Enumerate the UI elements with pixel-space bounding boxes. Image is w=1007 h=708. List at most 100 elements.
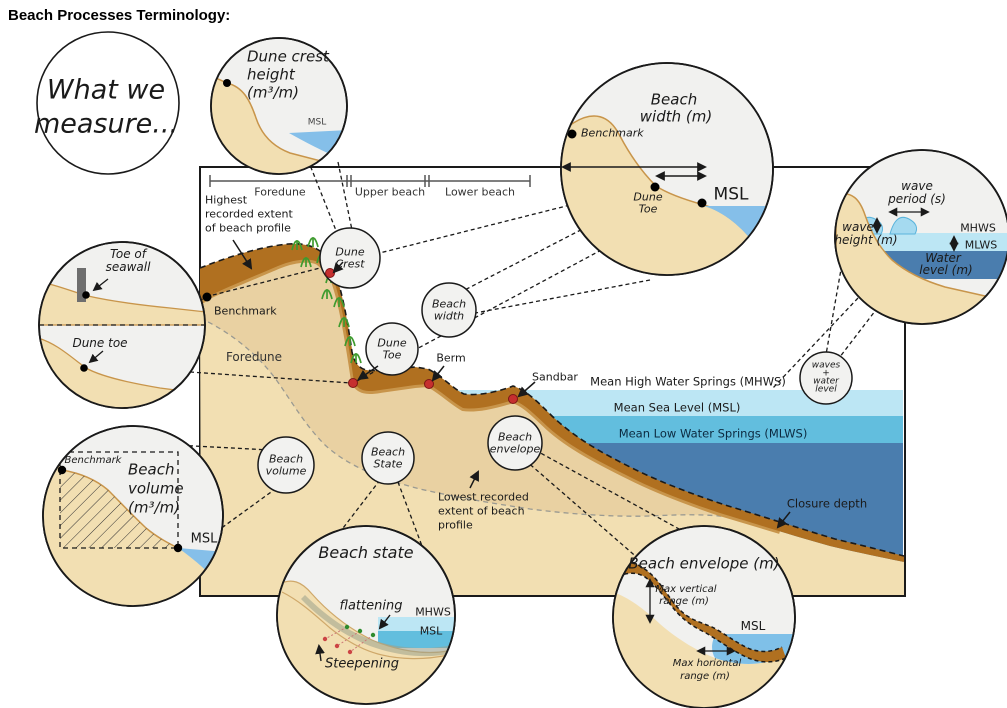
waves-water-level-1: Water xyxy=(925,251,961,265)
intro-line-1: What we xyxy=(46,74,166,106)
env-dash-top xyxy=(613,561,783,653)
callout-beach-state-2: State xyxy=(373,457,403,471)
highest-extent-2: recorded extent xyxy=(205,207,293,221)
berm-label: Berm xyxy=(436,351,466,365)
callout-waves-water-1: waves xyxy=(811,360,841,371)
sandbar-label: Sandbar xyxy=(532,370,578,384)
vegetation xyxy=(291,237,362,364)
sandbar-dot xyxy=(508,394,518,404)
state-steep-profile xyxy=(281,591,449,660)
state-title: Beach state xyxy=(318,543,414,562)
callout-waves-water xyxy=(799,351,853,405)
callout-dune-crest-1: Dune xyxy=(335,245,365,259)
waves-arrows xyxy=(872,207,959,252)
callout-dune-crest-2: Crest xyxy=(335,257,365,271)
waves-circle xyxy=(834,149,1007,325)
lowest-extent-3: profile xyxy=(438,518,473,532)
main-benchmark-dot xyxy=(202,292,212,302)
waves-mlws-label: MLWS xyxy=(964,238,998,252)
main-sand xyxy=(200,259,904,595)
volume-benchmark-dot xyxy=(57,465,67,475)
dune-crest-msl-label: MSL xyxy=(307,117,327,128)
intro-circle xyxy=(36,31,180,175)
dune-crest-benchmark-dot xyxy=(223,79,231,87)
waves-mhws-label: MHWS xyxy=(960,221,996,235)
volume-msl-dot xyxy=(173,543,183,553)
bw-dunetoe-dot xyxy=(650,182,660,192)
dune-crest-sand xyxy=(211,71,347,174)
volume-hatch xyxy=(60,452,178,548)
state-envelope-shade xyxy=(301,595,454,657)
state-markers xyxy=(322,624,376,655)
page-title: Beach Processes Terminology: xyxy=(8,7,231,24)
env-dash-bottom xyxy=(613,572,787,663)
highest-extent-1: Highest xyxy=(205,193,248,207)
callout-beach-envelope-2: envelope xyxy=(489,442,541,456)
beach-state-circle xyxy=(276,525,456,705)
callout-beach-width-1: Beach xyxy=(431,297,467,311)
dune-crest-circle xyxy=(210,37,348,175)
bw-msl-dot xyxy=(697,198,707,208)
dune-crest-title-3: (m³/m) xyxy=(247,83,299,102)
connector-lines xyxy=(174,159,883,561)
closure-depth-label: Closure depth xyxy=(786,496,868,511)
volume-dashed-rect xyxy=(59,451,179,549)
env-light-sand xyxy=(613,592,795,708)
callout-beach-envelope xyxy=(487,415,543,471)
lowest-extent-2: extent of beach xyxy=(438,504,525,518)
mhws-line-label: Mean High Water Springs (MHWS) xyxy=(590,374,786,389)
wave-period-1: wave xyxy=(901,179,933,193)
zone-upper-beach-label: Upper beach xyxy=(354,185,426,199)
callout-beach-width-2: width xyxy=(433,309,465,323)
wave-crest-2 xyxy=(889,216,917,235)
envelope-msl-label: MSL xyxy=(740,619,766,633)
env-arrows xyxy=(645,578,736,656)
waves-water-level-2: level (m) xyxy=(919,263,973,277)
zone-lower-beach-label: Lower beach xyxy=(445,185,515,199)
seawall-lower-sand xyxy=(39,337,205,408)
callout-beach-volume-2: volume xyxy=(265,464,307,478)
waves-sand xyxy=(835,193,1007,324)
main-benchmark-label: Benchmark xyxy=(214,304,277,318)
dune-crest-title-1: Dune crest xyxy=(247,47,329,66)
beach-volume-circle xyxy=(42,425,224,607)
seawall-toe-dot xyxy=(82,291,90,299)
state-mhws-label: MHWS xyxy=(415,605,451,619)
envelope-horiz-1: Max horiontal xyxy=(672,658,742,669)
dune-crest-title-2: height xyxy=(247,65,295,84)
seawall-wall xyxy=(77,268,86,302)
small-callout-circles xyxy=(257,227,853,494)
state-msl-label: MSL xyxy=(419,624,443,638)
state-msl-band xyxy=(378,631,455,648)
highest-extent-3: of beach profile xyxy=(205,221,291,235)
state-flattening-label: flattening xyxy=(339,598,403,614)
beach-width-benchmark-label: Benchmark xyxy=(581,126,644,140)
mlws-line-label: Mean Low Water Springs (MLWS) xyxy=(618,426,808,441)
bw-benchmark-dot xyxy=(567,129,577,139)
beach-width-arrows xyxy=(561,162,707,181)
volume-title-1: Beach xyxy=(128,460,175,479)
state-mhws-band xyxy=(378,617,455,631)
seawall-dunetoe-label: Dune toe xyxy=(72,336,128,350)
wave-height-1: wave xyxy=(842,220,874,234)
beach-width-circle xyxy=(560,62,774,276)
intro-line-2: measure... xyxy=(33,108,179,140)
main-foredune-label: Foredune xyxy=(225,350,283,364)
zone-scale xyxy=(209,175,531,187)
callout-waves-water-4: level xyxy=(815,384,837,395)
beach-width-title-1: Beach xyxy=(650,90,698,109)
callout-beach-volume-1: Beach xyxy=(268,452,304,466)
seawall-dunetoe-dot xyxy=(80,364,88,372)
volume-benchmark-label: Benchmark xyxy=(64,455,122,466)
callout-beach-width xyxy=(421,282,477,338)
callout-dune-toe-1: Dune xyxy=(377,336,407,350)
wave-period-2: period (s) xyxy=(888,192,946,206)
wave-height-2: height (m) xyxy=(834,233,898,247)
callout-beach-envelope-1: Beach xyxy=(497,430,533,444)
state-steepening-label: Steepening xyxy=(325,656,399,672)
envelope-horiz-2: range (m) xyxy=(680,671,730,682)
beach-width-title-2: width (m) xyxy=(639,107,713,126)
envelope-title: Beach envelope (m) xyxy=(628,554,780,573)
berm-dot xyxy=(424,379,434,389)
